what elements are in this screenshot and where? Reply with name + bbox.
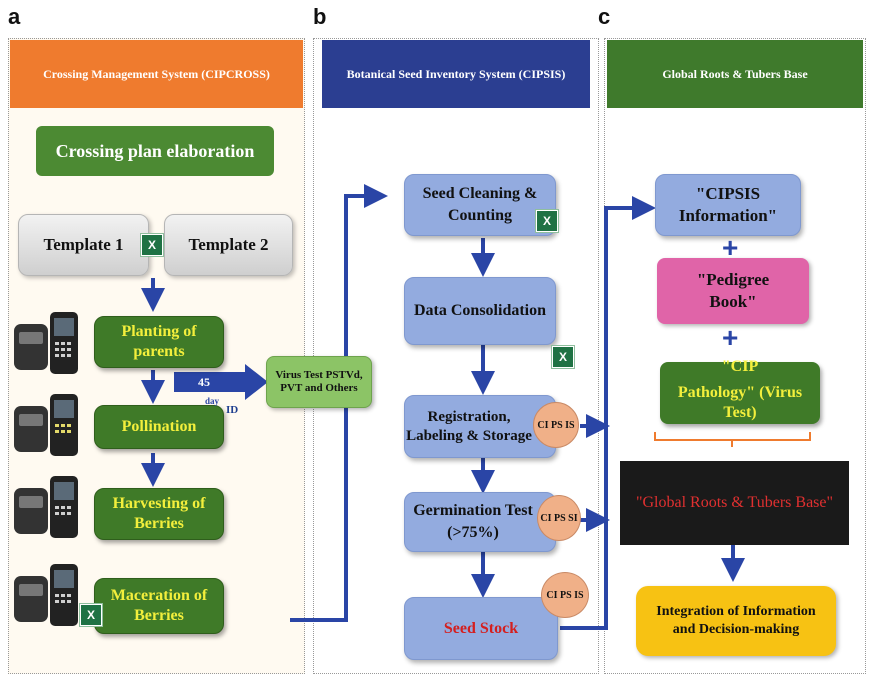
cip-pathology-line-1: "CIP: [721, 358, 759, 375]
panel-letter-a: a: [8, 4, 21, 29]
cipsis-badge-1: CI PS IS: [533, 402, 579, 448]
seed-stock-box: Seed Stock: [404, 597, 558, 660]
global-roots-base-box: "Global Roots & Tubers Base": [620, 461, 849, 545]
excel-icon: X: [80, 604, 102, 626]
data-consolidation-box: Data Consolidation: [404, 277, 556, 345]
maceration-box: Maceration of Berries: [94, 578, 224, 634]
global-roots-header: Global Roots & Tubers Base: [607, 40, 863, 108]
pedigree-book-box: "Pedigree Book": [657, 258, 809, 324]
harvesting-box: Harvesting of Berries: [94, 488, 224, 540]
days-label: day: [205, 396, 220, 406]
arrow-maceration-to-seed-cleaning: [290, 184, 388, 622]
cipsis-information-box: "CIPSIS Information": [655, 174, 801, 236]
template-1-box: Template 1: [18, 214, 149, 276]
seed-cleaning-box: Seed Cleaning & Counting: [404, 174, 556, 236]
pollination-box: Pollination: [94, 405, 224, 449]
plus-icon: +: [722, 232, 739, 263]
planting-box: Planting of parents: [94, 316, 224, 368]
orange-brace: [654, 432, 811, 447]
cip-pathology-line-2: Pathology" (Virus Test): [677, 384, 803, 421]
virus-test-box: Virus Test PSTVd, PVT and Others: [266, 356, 372, 408]
template-2-box: Template 2: [164, 214, 293, 276]
id-label: ID: [226, 404, 239, 416]
germination-box: Germination Test (>75%): [404, 492, 556, 552]
handheld-scanner-icon: [14, 562, 86, 633]
integration-box: Integration of Information and Decision-…: [636, 586, 836, 656]
handheld-scanner-icon: [14, 392, 86, 463]
panel-letter-c: c: [598, 4, 611, 29]
cipcross-header: Crossing Management System (CIPCROSS): [10, 40, 303, 108]
crossing-plan-box: Crossing plan elaboration: [36, 126, 274, 176]
excel-icon: X: [536, 210, 558, 232]
excel-icon: X: [141, 234, 163, 256]
excel-icon: X: [552, 346, 574, 368]
arrow-stock-to-cipsis-info: [560, 196, 656, 630]
plus-icon: +: [722, 322, 739, 353]
arrow-to-virus-test: [174, 364, 268, 400]
cipsis-badge-3: CI PS IS: [541, 572, 589, 618]
handheld-scanner-icon: [14, 310, 86, 381]
registration-box: Registration, Labeling & Storage: [404, 395, 556, 458]
cipsis-badge-2: CI PS SI: [537, 495, 581, 541]
handheld-scanner-icon: [14, 474, 86, 545]
panel-letter-b: b: [313, 4, 327, 29]
cipsis-header: Botanical Seed Inventory System (CIPSIS): [322, 40, 590, 108]
days-value: 45: [198, 375, 210, 389]
cip-pathology-box: "CIP Pathology" (Virus Test): [660, 358, 820, 424]
